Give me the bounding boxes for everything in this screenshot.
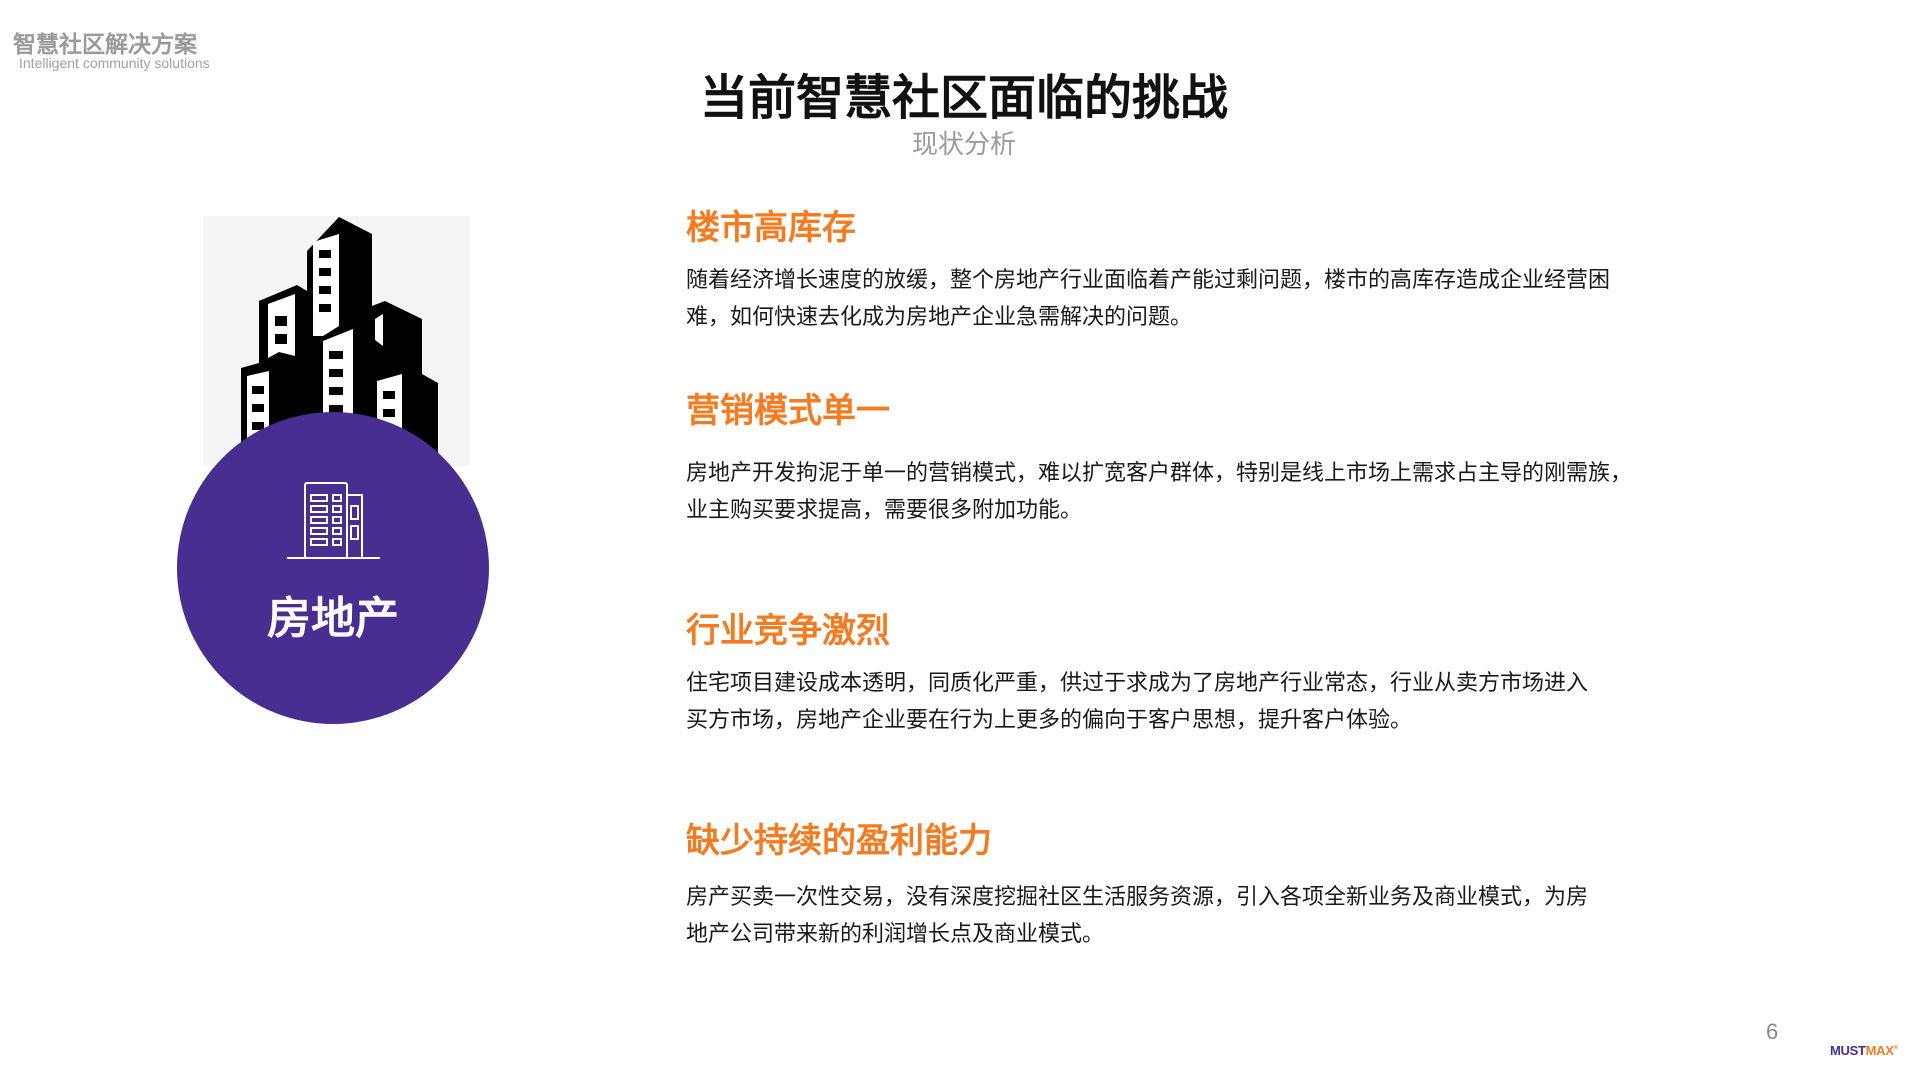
section-body: 随着经济增长速度的放缓，整个房地产行业面临着产能过剩问题，楼市的高库存造成企业经… (686, 262, 1726, 336)
mustmax-logo: MUSTMAX® (1830, 1043, 1898, 1058)
section-body: 住宅项目建设成本透明，同质化严重，供过于求成为了房地产行业常态，行业从卖方市场进… (686, 665, 1726, 739)
registered-mark: ® (1893, 1045, 1898, 1052)
page-subtitle: 现状分析 (911, 130, 1016, 160)
brand-title: 智慧社区解决方案 (13, 32, 197, 58)
real-estate-label: 房地产 (267, 593, 399, 644)
section-heading: 缺少持续的盈利能力 (686, 821, 992, 861)
section-heading: 行业竞争激烈 (686, 611, 890, 651)
body-line: 业主购买要求提高，需要很多附加功能。 (686, 498, 1083, 523)
challenge-section: 行业竞争激烈 住宅项目建设成本透明，同质化严重，供过于求成为了房地产行业常态，行… (686, 609, 1726, 739)
body-line: 买方市场，房地产企业要在行为上更多的偏向于客户思想，提升客户体验。 (686, 708, 1413, 733)
body-line: 房地产开发拘泥于单一的营销模式，难以扩宽客户群体，特别是线上市场上需求占主导的刚… (686, 461, 1633, 486)
logo-part-max: MAX (1865, 1043, 1894, 1058)
body-line: 随着经济增长速度的放缓，整个房地产行业面临着产能过剩问题，楼市的高库存造成企业经… (686, 268, 1611, 293)
body-line: 地产公司带来新的利润增长点及商业模式。 (686, 922, 1105, 947)
real-estate-badge: 房地产 (177, 412, 489, 724)
page-title: 当前智慧社区面临的挑战 (699, 70, 1228, 126)
challenge-section: 营销模式单一 房地产开发拘泥于单一的营销模式，难以扩宽客户群体，特别是线上市场上… (686, 389, 1726, 529)
section-heading: 营销模式单一 (686, 391, 890, 431)
brand-subtitle: Intelligent community solutions (19, 55, 210, 71)
section-heading: 楼市高库存 (686, 208, 856, 248)
page-number: 6 (1766, 1019, 1779, 1044)
challenge-section: 缺少持续的盈利能力 房产买卖一次性交易，没有深度挖掘社区生活服务资源，引入各项全… (686, 819, 1726, 953)
body-line: 难，如何快速去化成为房地产企业急需解决的问题。 (686, 305, 1193, 330)
challenge-section: 楼市高库存 随着经济增长速度的放缓，整个房地产行业面临着产能过剩问题，楼市的高库… (686, 206, 1726, 336)
logo-part-must: MUST (1830, 1043, 1866, 1058)
body-line: 住宅项目建设成本透明，同质化严重，供过于求成为了房地产行业常态，行业从卖方市场进… (686, 671, 1589, 696)
section-body: 房产买卖一次性交易，没有深度挖掘社区生活服务资源，引入各项全新业务及商业模式，为… (686, 879, 1726, 953)
body-line: 房产买卖一次性交易，没有深度挖掘社区生活服务资源，引入各项全新业务及商业模式，为… (686, 885, 1589, 910)
building-icon (287, 482, 380, 559)
section-body: 房地产开发拘泥于单一的营销模式，难以扩宽客户群体，特别是线上市场上需求占主导的刚… (686, 455, 1726, 529)
